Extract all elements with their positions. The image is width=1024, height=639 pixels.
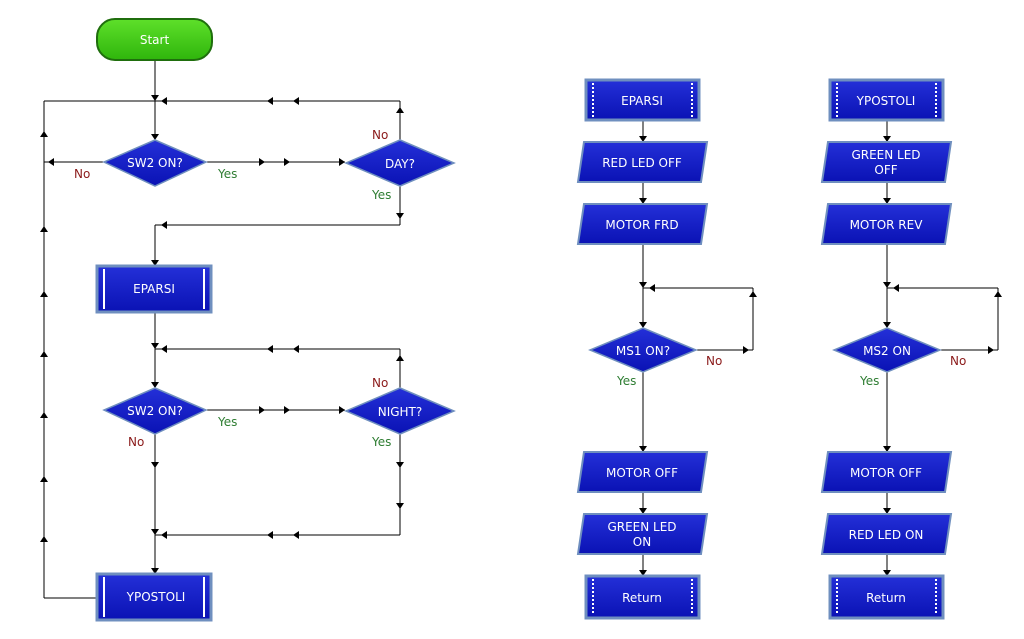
- start-label: Start: [140, 33, 170, 47]
- eparsi-step-red-led-off[interactable]: RED LED OFF: [576, 141, 709, 183]
- ypostoli-step-motor-off-label: MOTOR OFF: [850, 466, 922, 480]
- eparsi-step-motor-frd[interactable]: MOTOR FRD: [576, 203, 709, 245]
- main-flow-connectors: [40, 60, 404, 599]
- branch-label-yes-sw2-second: Yes: [217, 415, 237, 429]
- eparsi-return-label: Return: [622, 591, 662, 605]
- ypostoli-step-green-led-off-line1: GREEN LED: [851, 148, 920, 162]
- eparsi-decision-ms1-on[interactable]: MS1 ON?: [588, 327, 698, 373]
- decision-sw2-on-first-label: SW2 ON?: [127, 156, 183, 170]
- branch-label-no-sw2-first: No: [74, 167, 90, 181]
- branch-label-no-ms2: No: [950, 354, 966, 368]
- branch-label-yes-ms1: Yes: [616, 374, 636, 388]
- decision-day-label: DAY?: [385, 157, 415, 171]
- eparsi-step-red-led-off-label: RED LED OFF: [602, 156, 682, 170]
- decision-sw2-on-first[interactable]: SW2 ON?: [102, 139, 208, 187]
- eparsi-decision-ms1-on-label: MS1 ON?: [616, 344, 670, 358]
- ypostoli-step-motor-rev[interactable]: MOTOR REV: [820, 203, 953, 245]
- ypostoli-step-motor-rev-label: MOTOR REV: [850, 218, 924, 232]
- ypostoli-step-red-led-on[interactable]: RED LED ON: [820, 513, 953, 555]
- branch-label-no-night: No: [372, 376, 388, 390]
- branch-label-yes-sw2-first: Yes: [217, 167, 237, 181]
- ypostoli-step-green-led-off[interactable]: GREEN LED OFF: [820, 141, 953, 183]
- eparsi-step-motor-frd-label: MOTOR FRD: [605, 218, 678, 232]
- start-terminal[interactable]: Start: [96, 18, 213, 61]
- eparsi-step-green-led-on[interactable]: GREEN LED ON: [576, 513, 709, 555]
- ypostoli-return[interactable]: Return: [828, 574, 945, 620]
- decision-sw2-on-second-label: SW2 ON?: [127, 404, 183, 418]
- eparsi-header[interactable]: EPARSI: [584, 78, 701, 122]
- branch-label-no-ms1: No: [706, 354, 722, 368]
- eparsi-return[interactable]: Return: [584, 574, 701, 620]
- macro-call-ypostoli-label: YPOSTOLI: [126, 590, 186, 604]
- eparsi-arrowheads: [639, 136, 757, 576]
- ypostoli-decision-ms2-on[interactable]: MS2 ON: [832, 327, 942, 373]
- eparsi-step-green-led-on-line1: GREEN LED: [607, 520, 676, 534]
- macro-call-eparsi[interactable]: EPARSI: [95, 264, 213, 314]
- branch-label-no-sw2-second: No: [128, 435, 144, 449]
- ypostoli-return-label: Return: [866, 591, 906, 605]
- eparsi-step-motor-off-label: MOTOR OFF: [606, 466, 678, 480]
- decision-night[interactable]: NIGHT?: [344, 387, 456, 435]
- ypostoli-arrowheads: [883, 136, 1002, 576]
- ypostoli-connectors: [883, 120, 1002, 576]
- macro-call-ypostoli[interactable]: YPOSTOLI: [95, 572, 213, 622]
- ypostoli-header-label: YPOSTOLI: [856, 94, 916, 108]
- eparsi-step-green-led-on-line2: ON: [633, 535, 651, 549]
- decision-night-label: NIGHT?: [378, 405, 423, 419]
- branch-label-yes-day: Yes: [371, 188, 391, 202]
- eparsi-header-label: EPARSI: [621, 94, 663, 108]
- eparsi-step-motor-off[interactable]: MOTOR OFF: [576, 451, 709, 493]
- branch-label-yes-night: Yes: [371, 435, 391, 449]
- ypostoli-step-motor-off[interactable]: MOTOR OFF: [820, 451, 953, 493]
- ypostoli-step-green-led-off-line2: OFF: [874, 163, 897, 177]
- macro-call-eparsi-label: EPARSI: [133, 282, 175, 296]
- branch-label-no-day: No: [372, 128, 388, 142]
- ypostoli-header[interactable]: YPOSTOLI: [828, 78, 945, 122]
- connector-arrowheads: [40, 95, 404, 574]
- branch-label-yes-ms2: Yes: [859, 374, 879, 388]
- decision-sw2-on-second[interactable]: SW2 ON?: [102, 387, 208, 435]
- ypostoli-decision-ms2-on-label: MS2 ON: [863, 344, 911, 358]
- decision-day[interactable]: DAY?: [344, 139, 456, 187]
- ypostoli-step-red-led-on-label: RED LED ON: [849, 528, 924, 542]
- eparsi-connectors: [639, 120, 757, 576]
